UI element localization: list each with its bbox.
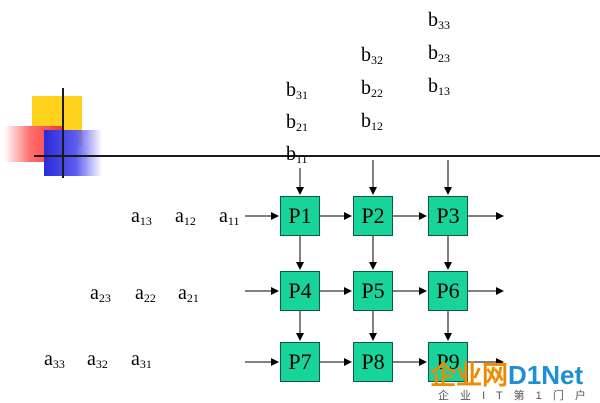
processor-p9: P9	[428, 342, 468, 382]
b-label: b21	[286, 111, 308, 134]
b-label: b11	[286, 143, 308, 166]
b-label: b13	[428, 75, 450, 98]
decor-vertical-line	[62, 88, 64, 178]
a-label: a11	[219, 205, 240, 228]
b-label: b31	[286, 79, 308, 102]
b-label: b23	[428, 42, 450, 65]
a-label: a33	[44, 348, 65, 371]
a-label: a31	[131, 348, 152, 371]
watermark-main-cn: 企业网	[430, 360, 509, 390]
watermark-main-brand: D1Net	[508, 360, 584, 390]
processor-p2: P2	[353, 196, 393, 236]
processor-p1: P1	[280, 196, 320, 236]
processor-p7: P7	[280, 342, 320, 382]
a-label: a22	[135, 282, 156, 305]
decor-blue-square	[44, 130, 102, 176]
processor-p6: P6	[428, 271, 468, 311]
b-label: b32	[361, 44, 383, 67]
watermark-tagline: 企 业 I T 第 1 门 户	[438, 390, 590, 402]
a-label: a23	[90, 282, 111, 305]
a-label: a32	[87, 348, 108, 371]
processor-p5: P5	[353, 271, 393, 311]
watermark-logo: 企业网D1Net 企 业 I T 第 1 门 户	[430, 355, 600, 403]
header-rule	[34, 155, 600, 157]
b-label: b22	[361, 77, 383, 100]
processor-p3: P3	[428, 196, 468, 236]
b-label: b12	[361, 110, 383, 133]
processor-p8: P8	[353, 342, 393, 382]
a-label: a12	[175, 205, 196, 228]
a-label: a13	[131, 205, 152, 228]
b-label: b33	[428, 9, 450, 32]
processor-p4: P4	[280, 271, 320, 311]
a-label: a21	[178, 282, 199, 305]
